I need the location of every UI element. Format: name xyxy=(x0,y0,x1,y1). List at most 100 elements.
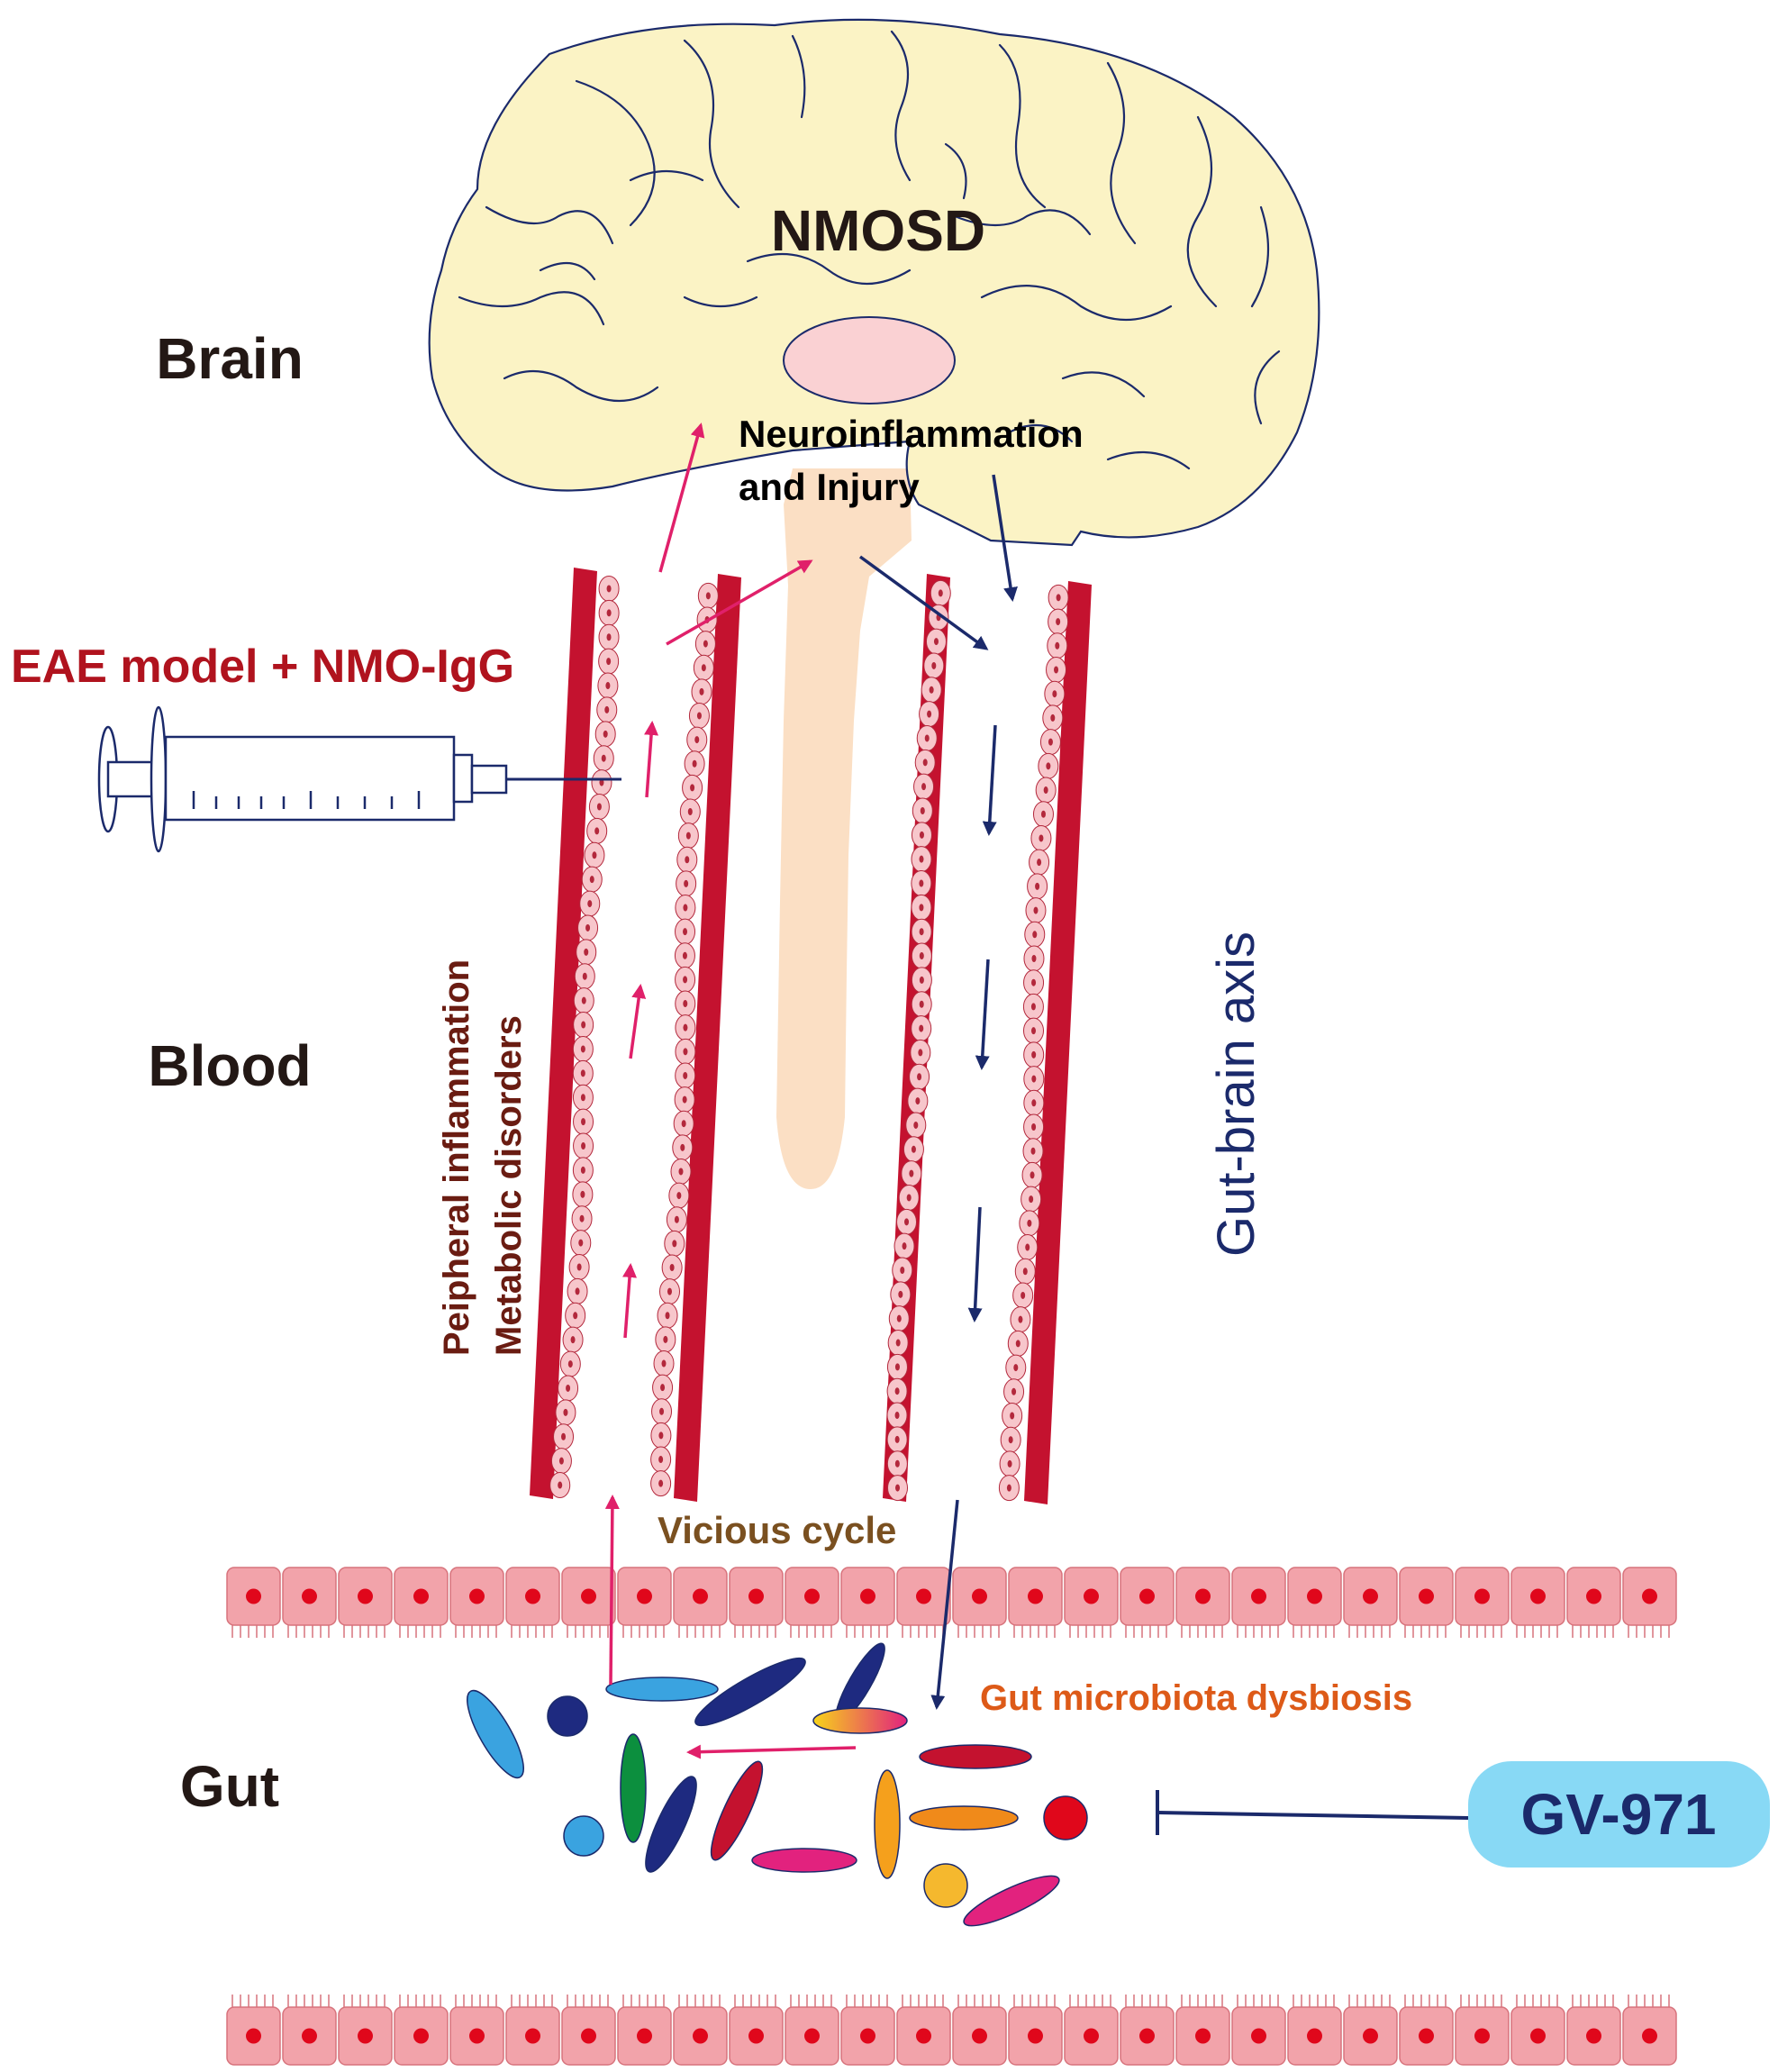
endothelium-layer xyxy=(886,579,951,1502)
cell-nucleus xyxy=(580,1094,585,1102)
cell-nucleus xyxy=(246,1588,261,1604)
syringe-icon xyxy=(97,705,621,853)
gut-label: Gut xyxy=(180,1754,279,1819)
cell-nucleus xyxy=(1474,1588,1490,1604)
cell-nucleus xyxy=(685,832,691,840)
cell-nucleus xyxy=(637,2028,652,2044)
cell-nucleus xyxy=(1032,931,1038,939)
gut-epithelium-top xyxy=(226,1567,1677,1638)
cell-nucleus xyxy=(1052,690,1057,698)
cell-nucleus xyxy=(860,1588,875,1604)
microbe-icon xyxy=(547,1695,588,1737)
microbe-icon xyxy=(874,1769,901,1879)
cell-nucleus xyxy=(684,879,689,887)
cell-nucleus xyxy=(605,682,611,690)
cell-nucleus xyxy=(1013,1364,1019,1372)
cell-nucleus xyxy=(1054,666,1059,674)
cell-nucleus xyxy=(469,1588,485,1604)
cell-nucleus xyxy=(894,1435,900,1443)
cell-nucleus xyxy=(1035,882,1040,890)
cell-nucleus xyxy=(1033,906,1039,914)
microbe-icon xyxy=(563,1815,604,1857)
pink-arrow xyxy=(686,1744,857,1759)
cell-nucleus xyxy=(1419,1588,1434,1604)
cell-nucleus xyxy=(578,1239,584,1247)
navy-arrow xyxy=(967,1206,983,1322)
cell-nucleus xyxy=(606,658,612,666)
cell-nucleus xyxy=(658,1456,664,1464)
cell-nucleus xyxy=(1139,2028,1155,2044)
cell-nucleus xyxy=(931,661,937,669)
cell-nucleus xyxy=(1008,1436,1013,1444)
cell-nucleus xyxy=(660,1384,666,1392)
cell-nucleus xyxy=(1011,1387,1017,1395)
cell-nucleus xyxy=(1020,1291,1026,1299)
cell-nucleus xyxy=(665,1312,670,1320)
cell-nucleus xyxy=(1031,1122,1037,1131)
vessel-wall-1 xyxy=(530,568,597,1499)
cell-nucleus xyxy=(896,1314,902,1322)
cell-nucleus xyxy=(927,710,932,718)
brain-label: Brain xyxy=(156,326,304,391)
cell-nucleus xyxy=(804,2028,820,2044)
cell-nucleus xyxy=(1039,834,1044,842)
cell-nucleus xyxy=(900,1267,905,1274)
pink-arrow xyxy=(604,1495,620,1686)
cell-nucleus xyxy=(525,1588,540,1604)
cell-nucleus xyxy=(693,2028,708,2044)
cell-nucleus xyxy=(1056,594,1061,602)
cell-nucleus xyxy=(1195,1588,1211,1604)
cell-nucleus xyxy=(917,1073,922,1081)
cell-nucleus xyxy=(576,1263,582,1271)
cell-nucleus xyxy=(860,2028,875,2044)
pink-arrow xyxy=(658,423,705,573)
nmosd-label: NMOSD xyxy=(771,198,985,263)
cell-nucleus xyxy=(659,1407,665,1415)
cell-nucleus xyxy=(585,923,591,931)
cell-nucleus xyxy=(573,1312,578,1320)
cell-nucleus xyxy=(1363,2028,1378,2044)
cell-nucleus xyxy=(906,1194,912,1202)
cell-nucleus xyxy=(1251,2028,1266,2044)
injury-label: and Injury xyxy=(739,466,920,508)
cell-nucleus xyxy=(685,856,690,864)
cell-nucleus xyxy=(581,1021,586,1029)
cell-nucleus xyxy=(581,996,586,1004)
cell-nucleus xyxy=(676,1192,682,1200)
cell-nucleus xyxy=(594,827,600,835)
cell-nucleus xyxy=(919,1024,924,1032)
cell-nucleus xyxy=(938,589,943,597)
cell-nucleus xyxy=(681,1120,686,1128)
cell-nucleus xyxy=(1030,1171,1035,1179)
cell-nucleus xyxy=(558,1481,563,1489)
cell-nucleus xyxy=(1251,1588,1266,1604)
cell-nucleus xyxy=(902,1242,907,1250)
neuroinflammation-label: Neuroinflammation xyxy=(739,413,1084,455)
cell-nucleus xyxy=(1474,2028,1490,2044)
cell-nucleus xyxy=(972,2028,987,2044)
cell-nucleus xyxy=(678,1168,684,1176)
pink-arrow xyxy=(644,721,659,798)
cell-nucleus xyxy=(580,1069,585,1077)
cell-nucleus xyxy=(1031,1050,1037,1059)
gut-microbiota-dysbiosis-label: Gut microbiota dysbiosis xyxy=(980,1678,1412,1718)
cell-nucleus xyxy=(661,1359,667,1368)
cell-nucleus xyxy=(895,1484,901,1492)
pink-arrow xyxy=(629,984,647,1059)
microbe-icon xyxy=(909,1805,1019,1831)
cell-nucleus xyxy=(1043,786,1048,795)
cell-nucleus xyxy=(909,1169,914,1177)
cell-nucleus xyxy=(1031,978,1037,986)
cell-nucleus xyxy=(580,1166,585,1174)
navy-arrow xyxy=(982,724,997,836)
cell-nucleus xyxy=(581,1588,596,1604)
cell-nucleus xyxy=(525,2028,540,2044)
microbe-icon xyxy=(1043,1795,1088,1840)
gv971-box xyxy=(1468,1761,1770,1868)
cell-nucleus xyxy=(1031,955,1037,963)
cell-nucleus xyxy=(667,1287,672,1295)
cell-nucleus xyxy=(699,687,704,695)
cell-nucleus xyxy=(358,1588,373,1604)
cell-nucleus xyxy=(1307,2028,1322,2044)
